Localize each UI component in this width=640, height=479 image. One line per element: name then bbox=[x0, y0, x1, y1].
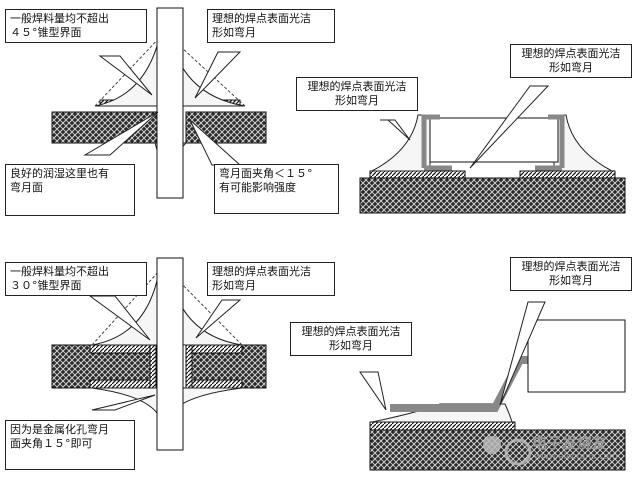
smd-component-body bbox=[429, 117, 559, 163]
ic-package-body bbox=[527, 319, 626, 393]
pcb-board-left bbox=[51, 111, 160, 144]
plating-bottom-left bbox=[89, 379, 157, 389]
leader-tr bbox=[469, 85, 550, 169]
leader-top-right-left bbox=[380, 119, 411, 141]
pad-smd-left bbox=[369, 170, 466, 179]
watermark-url: www.elecfans.com bbox=[534, 452, 618, 462]
watermark-logo-icon bbox=[504, 438, 532, 466]
cone-30-guide-left bbox=[91, 269, 161, 346]
watermark bbox=[483, 436, 532, 466]
top-right-smd bbox=[359, 114, 626, 214]
label-top-right: 理想的焊点表面光洁 形如弯月 bbox=[510, 44, 632, 78]
label-bottom-mid-upper: 理想的焊点表面光洁 形如弯月 bbox=[207, 262, 335, 296]
plating-barrel-right bbox=[185, 344, 193, 389]
label-top-left-lower: 良好的润湿这里也有 弯月面 bbox=[5, 164, 135, 216]
label-top-left-upper: 一般焊料量均不超出 ４５°锥型界面 bbox=[5, 9, 147, 43]
watermark-brand: 电子发烧友 bbox=[532, 434, 608, 452]
label-bottom-left-lower: 因为是金属化孔弯月 面夹角１５°即可 bbox=[5, 420, 135, 470]
plating-top-left bbox=[89, 344, 157, 354]
label-top-mid-upper: 理想的焊点表面光洁 形如弯月 bbox=[207, 9, 335, 43]
component-lead-b bbox=[156, 257, 184, 451]
label-bottom-left-upper: 一般焊料量均不超出 ３０°锥型界面 bbox=[5, 262, 147, 296]
leader-tl-upper bbox=[98, 55, 153, 96]
leader-bl-upper bbox=[88, 295, 151, 341]
callout-leaders bbox=[83, 51, 550, 411]
leader-tm-upper bbox=[194, 51, 242, 99]
cone-45-guide-left bbox=[94, 34, 163, 107]
pcb-board-smd bbox=[359, 177, 626, 214]
component-lead bbox=[156, 7, 184, 199]
leader-br-lower bbox=[359, 371, 387, 411]
bottom-left-plated-hole bbox=[51, 257, 267, 451]
label-bottom-right-lower: 理想的焊点表面光洁 形如弯月 bbox=[290, 322, 412, 356]
smd-termination bbox=[421, 114, 565, 171]
leader-br-upper bbox=[499, 301, 546, 406]
plating-barrel-left bbox=[149, 344, 157, 389]
leader-bl-lower bbox=[91, 394, 156, 411]
leader-bm-upper bbox=[195, 299, 242, 339]
label-top-mid-lower: 弯月面夹角＜１５° 有可能影响强度 bbox=[214, 164, 339, 214]
pad-smd-right bbox=[519, 170, 616, 179]
pcb-board-gw bbox=[369, 429, 626, 471]
label-bottom-right-upper: 理想的焊点表面光洁 形如弯月 bbox=[510, 257, 632, 291]
bottom-right-gullwing bbox=[369, 319, 626, 471]
leader-tl-lower bbox=[83, 111, 159, 156]
watermark-wechat-icon bbox=[483, 436, 501, 454]
solder-fillet-smd-left bbox=[371, 114, 431, 172]
plating-top-right bbox=[185, 344, 243, 354]
plating-bottom-right bbox=[185, 379, 243, 389]
pad-gw bbox=[369, 421, 516, 431]
label-top-right-left: 理想的焊点表面光洁 形如弯月 bbox=[296, 77, 418, 111]
